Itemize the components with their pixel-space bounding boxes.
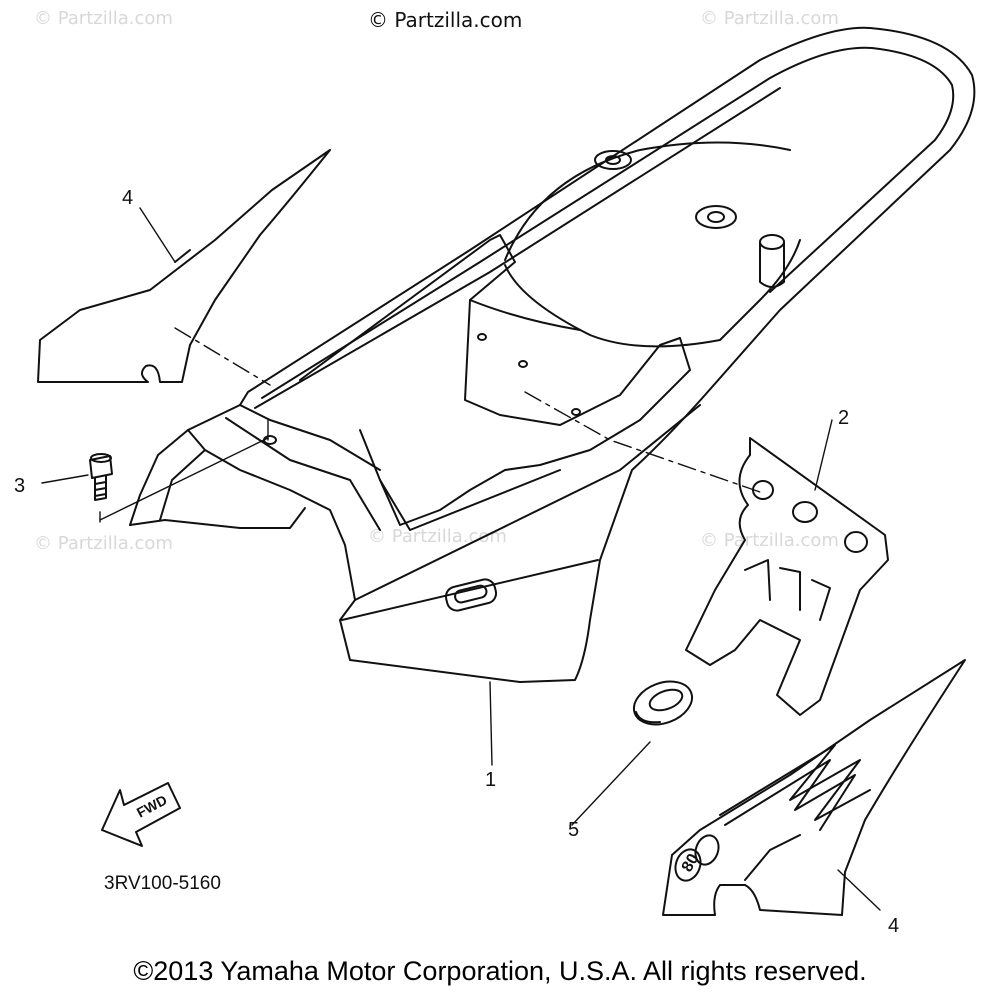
parts-diagram: FWD 4 3 2 1 5 4 80	[14, 26, 976, 937]
diagram-code: 3RV100-5160	[104, 873, 221, 894]
side-decal-part-4-lower	[662, 659, 966, 916]
watermark-main: © Partzilla.com	[368, 8, 523, 32]
watermark-top-right: © Partzilla.com	[700, 8, 839, 29]
side-decal-part-4-upper	[37, 149, 331, 383]
callout-part-5: 5	[568, 819, 579, 841]
forward-arrow-icon: FWD	[101, 782, 181, 847]
watermark-top-left: © Partzilla.com	[34, 8, 173, 29]
callout-part-4-upper: 4	[122, 187, 133, 209]
callout-leaders	[41, 207, 881, 911]
rear-fender-part-1	[129, 26, 976, 683]
callout-part-3: 3	[14, 475, 25, 497]
callout-part-1: 1	[485, 769, 496, 791]
watermark-mid-left: © Partzilla.com	[34, 533, 173, 554]
bolt-part-3	[89, 453, 113, 501]
decal-number: 80	[679, 851, 703, 875]
assembly-lines	[99, 327, 761, 826]
callout-part-4-lower: 4	[888, 915, 899, 937]
copyright-notice: ©2013 Yamaha Motor Corporation, U.S.A. A…	[133, 956, 867, 986]
grommet-part-5	[632, 680, 694, 726]
bracket-part-2	[685, 437, 889, 716]
callout-part-2: 2	[838, 407, 849, 429]
watermark-mid-right: © Partzilla.com	[700, 530, 839, 551]
